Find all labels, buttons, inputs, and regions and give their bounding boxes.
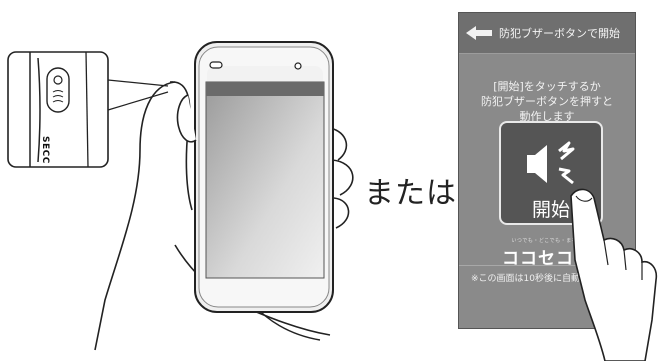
back-arrow-icon[interactable] [465, 25, 493, 41]
screen-title: 防犯ブザーボタンで開始 [499, 27, 620, 40]
phone-icon [176, 41, 334, 313]
logo-subtext: いつでも・どこでも・まもる [511, 238, 583, 244]
title-bar: 防犯ブザーボタンで開始 [459, 13, 635, 54]
start-button-label: 開始 [531, 199, 570, 221]
instruction-line: [開始]をタッチするか [493, 80, 601, 93]
service-logo: ココセコム [502, 249, 592, 269]
instruction-line: 防犯ブザーボタンを押すと [481, 95, 613, 108]
zoom-inset [7, 51, 169, 168]
instruction-text: [開始]をタッチするか 防犯ブザーボタンを押すと 動作します [459, 79, 635, 124]
speaker-alarm-icon [527, 141, 575, 185]
or-label: または [364, 176, 457, 211]
instruction-line: 動作します [519, 110, 575, 123]
auto-close-note: ※この画面は10秒後に自動で消えます [471, 274, 625, 284]
divider [459, 265, 635, 266]
